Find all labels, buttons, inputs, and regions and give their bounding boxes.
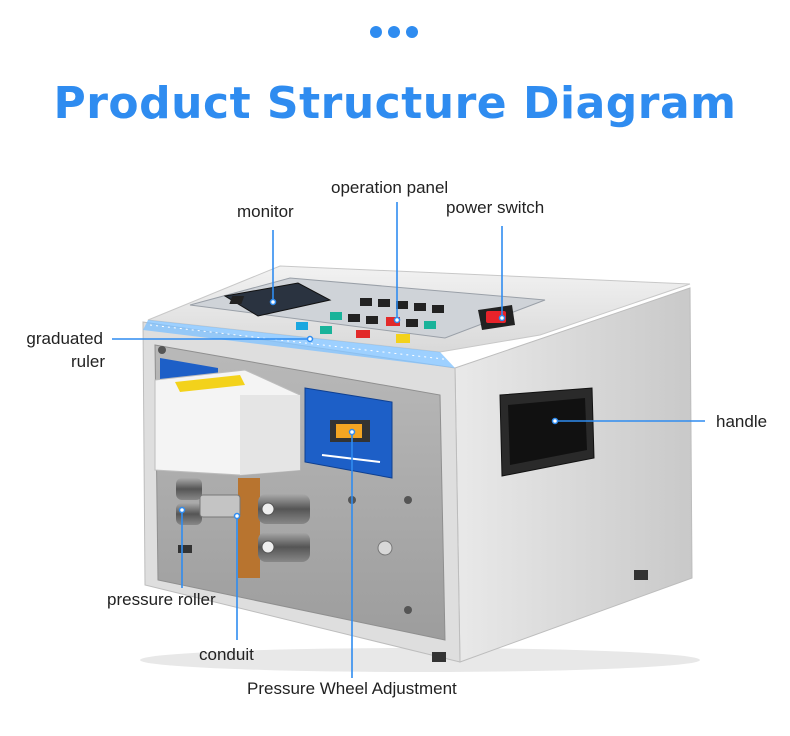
dot-1 <box>370 26 382 38</box>
label-monitor: monitor <box>237 202 294 221</box>
conduit-fitting <box>199 494 241 518</box>
adjust-knob <box>377 540 393 556</box>
copper-block <box>238 478 260 578</box>
header-dots <box>370 26 418 38</box>
screw <box>404 496 412 504</box>
side-panel <box>454 287 693 663</box>
label-conduit: conduit <box>199 645 254 664</box>
warning-label <box>175 375 245 392</box>
screw <box>404 606 412 614</box>
label-ruler: ruler <box>70 352 105 371</box>
label-handle: handle <box>716 412 768 431</box>
ruler-ticks <box>149 324 453 361</box>
label-power-switch: power switch <box>446 198 545 217</box>
leader-dots <box>178 298 559 520</box>
leader-lines <box>112 202 705 678</box>
foot <box>634 570 648 580</box>
label-graduated: graduated <box>26 329 103 348</box>
dot-2 <box>388 26 400 38</box>
label-pressure-roller: pressure roller <box>107 590 216 609</box>
keypad <box>229 296 444 343</box>
handle-recess <box>499 387 595 477</box>
dot-3 <box>406 26 418 38</box>
screw <box>158 346 166 354</box>
page-title: Product Structure Diagram <box>53 78 737 129</box>
foot <box>432 652 446 662</box>
label-operation-panel: operation panel <box>331 178 449 197</box>
graduated-ruler-strip <box>143 320 455 368</box>
foot <box>178 545 192 553</box>
adjustment-panel <box>304 387 393 479</box>
floor-shadow <box>140 648 700 672</box>
label-pressure-wheel-adjustment: Pressure Wheel Adjustment <box>247 679 457 698</box>
cutter-cover-side <box>240 395 300 475</box>
